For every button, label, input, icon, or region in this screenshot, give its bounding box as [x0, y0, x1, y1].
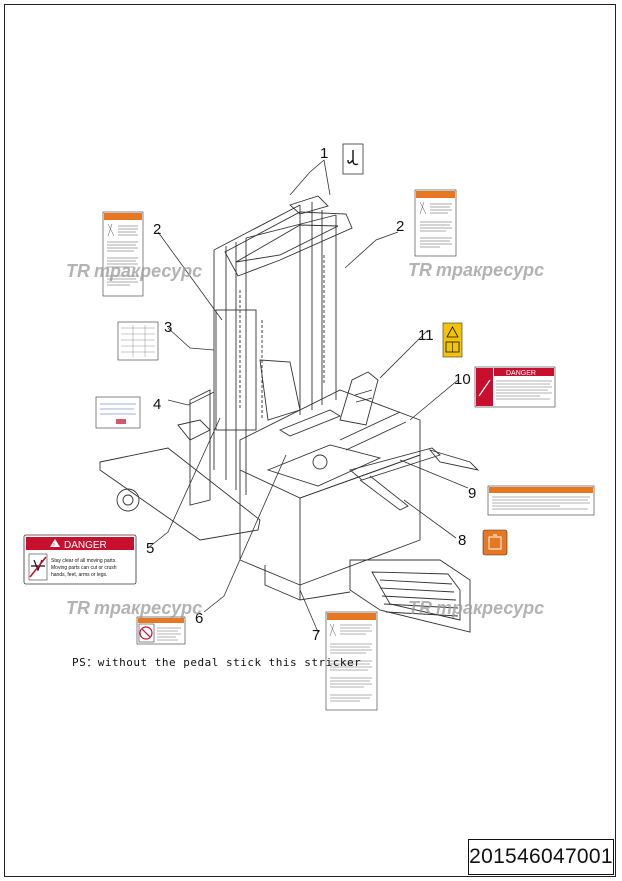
sticker-10-danger: DANGER [474, 366, 556, 408]
leader-9 [399, 459, 469, 489]
leader-1a [289, 159, 325, 196]
sticker-2-left-warning [102, 211, 144, 297]
key-switch [312, 454, 328, 470]
platform-tread [371, 571, 461, 621]
leader-8 [403, 499, 457, 539]
svg-text:тракресурс: тракресурс [94, 261, 202, 281]
danger-header-text: DANGER [64, 540, 107, 551]
callout-2-right: 2 [396, 218, 404, 235]
svg-text:тракресурс: тракресурс [436, 598, 544, 618]
caution-triangle-icon [446, 326, 459, 338]
tread-lines [379, 579, 459, 617]
crush-hazard-icon [28, 553, 48, 581]
body-base-left [264, 565, 301, 601]
svg-text:TR: TR [66, 261, 90, 281]
leader-6 [203, 454, 287, 613]
sticker-4-capacity-plate [95, 396, 141, 429]
ps-note: PS：without the pedal stick this stricker [72, 656, 362, 669]
mast-crossbar [213, 204, 337, 251]
drawing-frame [4, 4, 616, 877]
callout-10: 10 [454, 371, 471, 388]
callout-5: 5 [146, 540, 154, 557]
leader-1b [323, 159, 331, 196]
tiller-arm [339, 411, 407, 451]
lift-chain [239, 255, 325, 420]
no-standing-icon [138, 623, 155, 643]
callout-2-left: 2 [153, 221, 161, 238]
leader-lines [147, 159, 469, 633]
svg-text:Moving parts can cut or crush: Moving parts can cut or crush [51, 565, 117, 571]
callout-3: 3 [164, 319, 172, 336]
watermark-bottom-left: TR тракресурс [66, 598, 202, 618]
side-handle-grip [428, 449, 480, 471]
leader-3 [167, 327, 215, 351]
control-panel [266, 444, 382, 487]
sticker-2-right-warning [414, 189, 457, 257]
callout-1: 1 [320, 145, 328, 162]
watermark-bottom-right: TR тракресурс [408, 598, 544, 618]
mast-right [299, 202, 337, 415]
callout-11: 11 [418, 327, 434, 344]
svg-text:тракресурс: тракресурс [94, 598, 202, 618]
vent-grille [278, 409, 342, 437]
svg-text:!: ! [53, 542, 55, 547]
top-guard-inner [235, 224, 339, 263]
right-fork-tip [177, 419, 211, 441]
back-rest [259, 359, 301, 421]
tiller-grip [354, 389, 373, 403]
part-number-box: 201546047001 [468, 839, 614, 875]
sticker-7-warning [325, 611, 378, 711]
danger-small-header: DANGER [506, 370, 536, 377]
svg-text:hands, feet, arms or legs.: hands, feet, arms or legs. [51, 572, 107, 578]
sticker-8-battery-label [482, 529, 508, 556]
svg-text:TR: TR [66, 598, 90, 618]
sticker-1-hook [342, 143, 364, 175]
callout-8: 8 [458, 532, 466, 549]
watermark-top-right: TR тракресурс [408, 260, 544, 280]
callout-7: 7 [312, 627, 320, 644]
svg-text:тракресурс: тракресурс [436, 260, 544, 280]
mast-plate [215, 309, 257, 431]
leader-7 [299, 589, 319, 633]
fork-wheel [116, 488, 140, 512]
leader-2-right [344, 231, 399, 269]
callout-6: 6 [195, 610, 203, 627]
callout-4: 4 [153, 396, 161, 413]
watermarks: TR тракресурс TR тракресурс TR тракресур… [66, 260, 544, 618]
operator-platform [349, 559, 471, 633]
sticker-3-data-plate [117, 321, 159, 361]
body-base [299, 585, 351, 601]
leader-10 [409, 379, 459, 421]
carriage [189, 389, 211, 506]
body-front [299, 454, 421, 586]
leader-5 [147, 417, 221, 549]
sticker-6-pedal-warning [136, 616, 186, 645]
top-guard [224, 211, 353, 277]
sticker-9-warning [487, 485, 595, 516]
forklift-drawing [99, 195, 480, 633]
watermark-top-left: TR тракресурс [66, 261, 202, 281]
left-fork [99, 447, 261, 541]
sticker-5-danger: ! DANGER Stay clear of all moving parts.… [23, 534, 137, 585]
sticker-11-read-manual [442, 322, 463, 358]
body-left [239, 470, 301, 586]
callout-9: 9 [468, 485, 476, 502]
body-top [239, 389, 421, 499]
warning-triangle-icon [50, 539, 60, 547]
callout-numbers: 1 2 2 3 4 5 6 7 8 9 10 11 [146, 145, 476, 644]
side-handle-lower [359, 475, 409, 511]
hook-icon [347, 150, 359, 166]
leader-11 [379, 329, 429, 379]
side-handle [349, 447, 441, 481]
top-bracket [289, 195, 329, 215]
tiller-head [339, 371, 379, 426]
mast-left [213, 238, 247, 495]
leader-4 [167, 391, 215, 406]
svg-text:TR: TR [408, 598, 432, 618]
leader-2-left [157, 231, 223, 321]
svg-text:TR: TR [408, 260, 432, 280]
svg-text:Stay clear of all moving parts: Stay clear of all moving parts. [51, 558, 117, 564]
fork-wheel-hub [122, 494, 134, 506]
